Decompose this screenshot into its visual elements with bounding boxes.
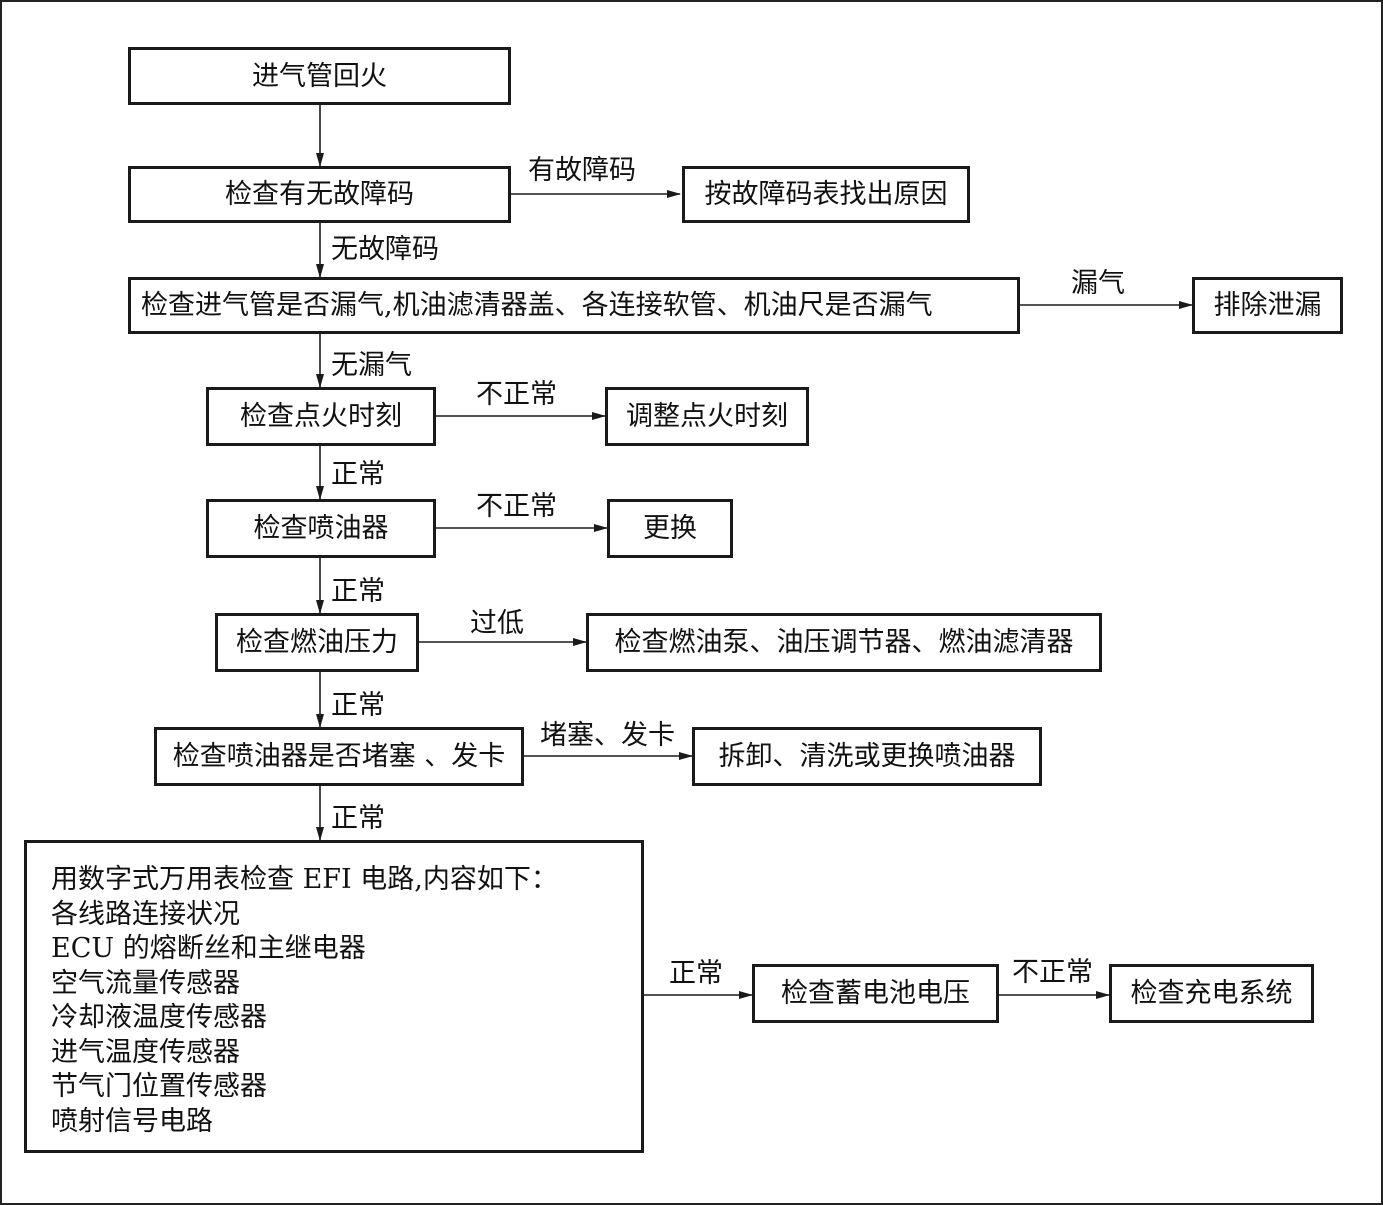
label-has-code: 有故障码 — [528, 155, 636, 186]
efi-item: 进气温度传感器 — [51, 1036, 240, 1068]
label-clog-normal: 正常 — [331, 803, 385, 834]
label-injector-normal: 正常 — [331, 576, 385, 607]
node-clean-injector: 拆卸、清洗或更换喷油器 — [692, 727, 1042, 786]
label-injector-abnormal: 不正常 — [476, 491, 557, 522]
efi-item: 喷射信号电路 — [51, 1105, 213, 1137]
efi-item: ECU 的熔断丝和主继电器 — [51, 933, 366, 964]
node-fuel-pressure: 检查燃油压力 — [215, 613, 419, 672]
node-start: 进气管回火 — [128, 47, 511, 105]
node-battery: 检查蓄电池电压 — [752, 964, 999, 1023]
label-no-code: 无故障码 — [331, 234, 439, 265]
label-too-low: 过低 — [470, 608, 524, 639]
label-clogged: 堵塞、发卡 — [540, 720, 675, 751]
efi-item: 各线路连接状况 — [51, 898, 240, 930]
label-no-leak: 无漏气 — [331, 350, 412, 381]
node-fix-leak: 排除泄漏 — [1192, 277, 1343, 334]
label-efi-normal: 正常 — [669, 958, 723, 989]
efi-item: 冷却液温度传感器 — [51, 1002, 267, 1033]
node-injector: 检查喷油器 — [206, 499, 436, 558]
node-replace: 更换 — [607, 499, 733, 558]
efi-title: 用数字式万用表检查 EFI 电路,内容如下： — [51, 864, 558, 895]
node-fault-table: 按故障码表找出原因 — [682, 166, 970, 223]
label-pressure-normal: 正常 — [331, 690, 385, 721]
label-ignition-normal: 正常 — [331, 459, 385, 490]
efi-item: 节气门位置传感器 — [51, 1071, 267, 1102]
node-leak-check: 检查进气管是否漏气,机油滤清器盖、各连接软管、机油尺是否漏气 — [128, 277, 1020, 334]
label-ignition-abnormal: 不正常 — [476, 379, 557, 410]
efi-item: 空气流量传感器 — [51, 967, 240, 999]
node-fault-code: 检查有无故障码 — [128, 166, 511, 223]
label-battery-abnormal: 不正常 — [1012, 957, 1093, 988]
node-ignition: 检查点火时刻 — [206, 387, 436, 446]
node-charging: 检查充电系统 — [1109, 964, 1314, 1023]
node-clog-check: 检查喷油器是否堵塞 、发卡 — [154, 727, 524, 786]
label-leak: 漏气 — [1071, 268, 1125, 299]
node-efi-check: 用数字式万用表检查 EFI 电路,内容如下： 各线路连接状况 ECU 的熔断丝和… — [24, 840, 644, 1153]
node-adjust-ignition: 调整点火时刻 — [605, 387, 809, 446]
node-pump-check: 检查燃油泵、油压调节器、燃油滤清器 — [586, 613, 1102, 672]
